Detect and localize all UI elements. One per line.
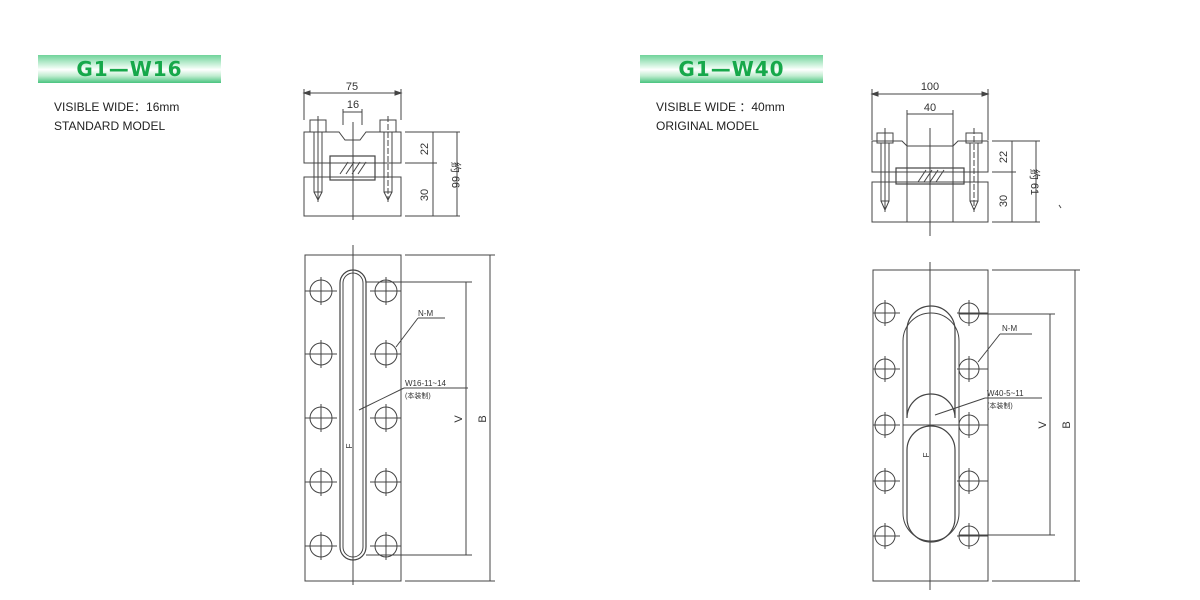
model-type-label: STANDARD MODEL [54, 119, 166, 133]
dim-visible-length: V [453, 415, 465, 423]
dim-overall-width: 100 [921, 81, 939, 93]
glass-spec-label: W16-11~14 [405, 379, 447, 388]
dim-total-height: 約 66 [449, 162, 463, 188]
dim-lower-height: 30 [998, 195, 1010, 207]
gap-label: F [922, 452, 931, 457]
model-title-banner: G1—W16 [38, 55, 221, 83]
dim-total-length: B [1061, 421, 1073, 428]
dim-lower-height: 30 [419, 189, 431, 201]
model-panel-g1-w16: G1—W16 VISIBLE WIDE：16mm STANDARD MODEL … [38, 55, 495, 585]
dim-window-width: 40 [924, 102, 936, 114]
bolt-spec-label: N-M [1002, 324, 1017, 333]
visible-wide-label: VISIBLE WIDE ：40mm [656, 100, 785, 114]
dim-window-width: 16 [347, 99, 359, 111]
bolt-spec-label: N-M [418, 309, 433, 318]
model-title: G1—W40 [678, 57, 785, 81]
front-view: V B N-M W40-5~11 (本装制) F [872, 262, 1080, 590]
front-view: V B N-M W16-11~14 (本装制) F [304, 245, 495, 585]
dim-upper-height: 22 [998, 151, 1010, 163]
dim-total-length: B [477, 415, 489, 422]
dim-visible-length: V [1037, 421, 1049, 429]
visible-wide-label: VISIBLE WIDE：16mm [54, 100, 180, 114]
bolt-hole-grid [305, 277, 401, 560]
section-view: 100 40 [870, 81, 1062, 236]
dim-total-height: 約 61 [1028, 169, 1042, 195]
model-title-banner: G1—W40 [640, 55, 823, 83]
glass-spec-sublabel: (本装制) [987, 401, 1013, 410]
glass-spec-label: W40-5~11 [987, 389, 1024, 398]
model-spec: VISIBLE WIDE：16mm STANDARD MODEL [54, 98, 179, 136]
technical-drawing-g1-w40: 100 40 [870, 81, 1080, 590]
technical-drawing-g1-w16: 75 16 [302, 81, 495, 585]
dim-overall-width: 75 [346, 81, 358, 93]
section-view: 75 16 [302, 81, 463, 220]
glass-spec-sublabel: (本装制) [405, 391, 431, 400]
model-spec: VISIBLE WIDE ：40mm ORIGINAL MODEL [656, 98, 785, 136]
bolt-hole-grid [873, 300, 988, 549]
model-panel-g1-w40: G1—W40 VISIBLE WIDE ：40mm ORIGINAL MODEL… [602, 0, 1200, 600]
dim-upper-height: 22 [419, 143, 431, 155]
model-type-label: ORIGINAL MODEL [656, 119, 759, 133]
gap-label: F [345, 443, 354, 448]
model-title: G1—W16 [76, 57, 183, 81]
